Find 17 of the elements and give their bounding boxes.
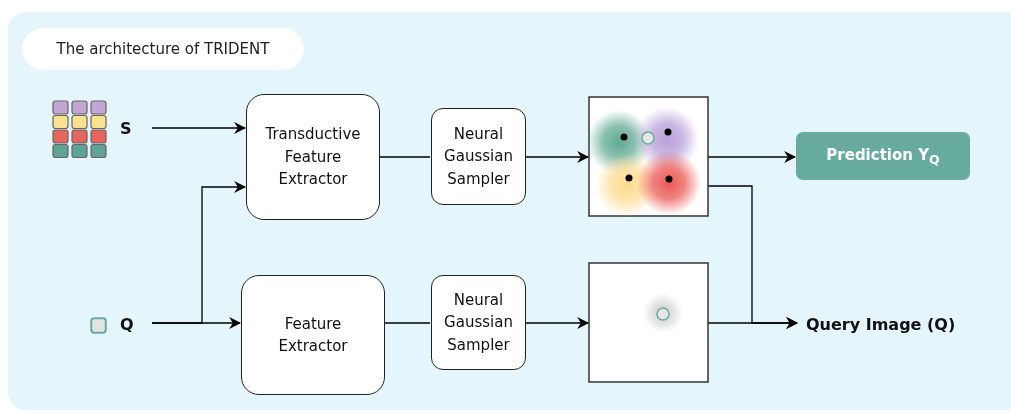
process-box: Neural Gaussian Sampler <box>431 275 526 370</box>
arrow <box>151 317 242 329</box>
node-label: S <box>120 116 152 140</box>
node-label: Query Image (Q) <box>798 312 966 336</box>
connector-line <box>379 156 431 158</box>
output-badge: Prediction Y$_{Q}$ <box>796 132 970 180</box>
arrow <box>151 122 247 134</box>
process-box: Transductive Feature Extractor <box>246 94 380 220</box>
diagram-title: The architecture of TRIDENT <box>22 28 304 70</box>
picture <box>589 97 708 216</box>
process-box: Neural Gaussian Sampler <box>431 108 526 205</box>
arrow <box>525 151 590 163</box>
process-box: Feature Extractor <box>241 275 385 395</box>
connector-line <box>384 322 431 324</box>
arrow <box>525 317 590 329</box>
node-label: Q <box>120 312 152 336</box>
picture <box>589 263 708 382</box>
